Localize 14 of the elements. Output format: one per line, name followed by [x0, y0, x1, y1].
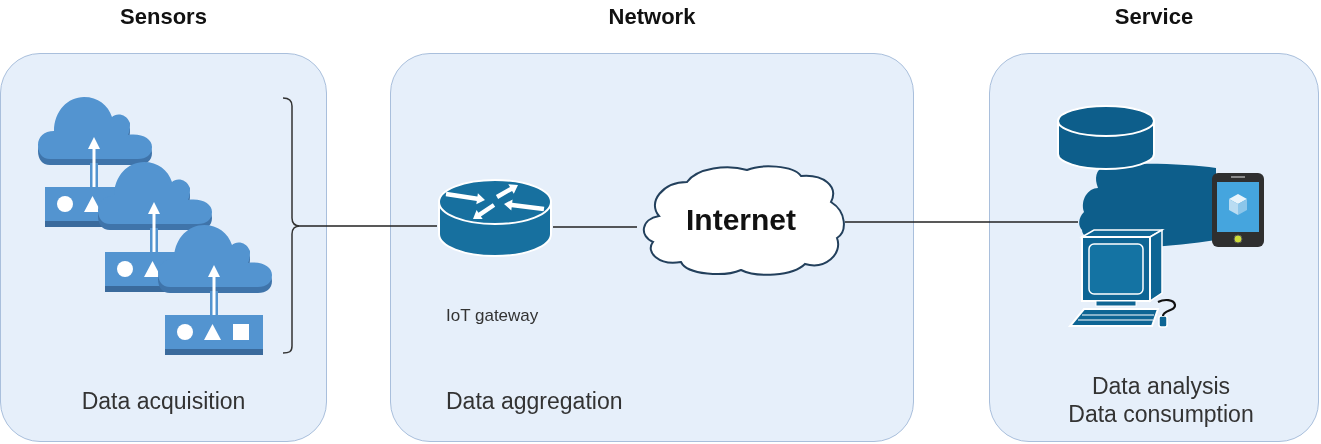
connector-line [552, 226, 638, 228]
connector-line [299, 225, 438, 227]
section-caption: Data consumption [1068, 400, 1254, 428]
section-title: Service [1114, 4, 1194, 30]
node-label: Internet [686, 203, 796, 237]
section-caption: Data analysis [1091, 372, 1231, 400]
sensor-group-illustration [36, 96, 300, 356]
router-icon [437, 176, 553, 260]
section-caption: Data acquisition [81, 387, 246, 415]
section-title: Sensors [120, 4, 207, 30]
device-caption: IoT gateway [446, 305, 539, 327]
section-title: Network [608, 4, 696, 30]
connector-line [844, 221, 1079, 223]
section-caption: Data aggregation [446, 387, 623, 415]
